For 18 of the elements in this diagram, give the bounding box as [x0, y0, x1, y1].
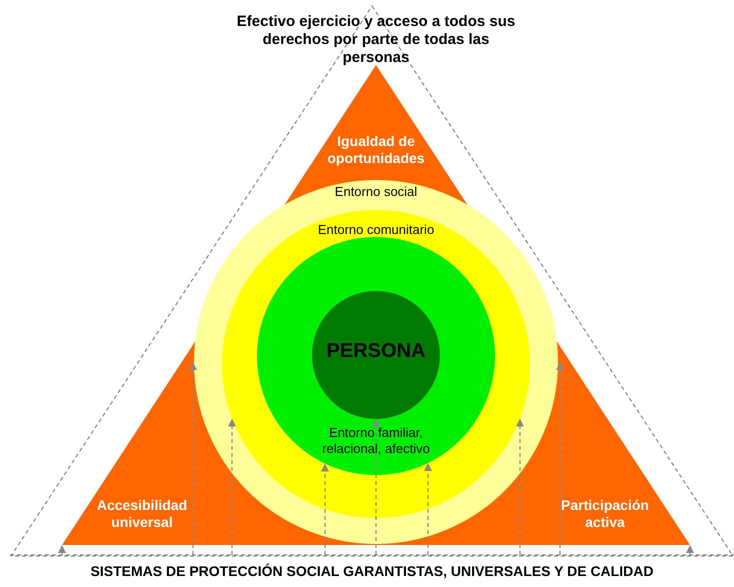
ring-label: Entorno familiar, relacional, afectivo [321, 425, 431, 456]
corner-label: Participación activa [560, 497, 650, 531]
goal-text: Efectivo ejercicio y acceso a todos sus derechos por parte de todas las personas [236, 13, 516, 67]
arrow [372, 419, 380, 555]
ring-label: Entorno comunitario [316, 222, 436, 238]
arrow [189, 362, 197, 555]
ring-label: Entorno social [334, 184, 418, 200]
arrow [556, 362, 564, 555]
arrow [58, 545, 66, 555]
corner-label: Accesibilidad universal [96, 497, 188, 531]
arrow [424, 463, 432, 555]
footer-text: SISTEMAS DE PROTECCIÓN SOCIAL GARANTISTAS, UNIVERSALES Y DE CALIDAD [90, 563, 654, 580]
arrow [228, 418, 236, 555]
arrow [516, 418, 524, 555]
arrow [321, 464, 329, 555]
center-label: PERSONA [326, 339, 426, 363]
arrow [686, 545, 694, 555]
corner-label: Igualdad de oportunidades [326, 133, 426, 167]
